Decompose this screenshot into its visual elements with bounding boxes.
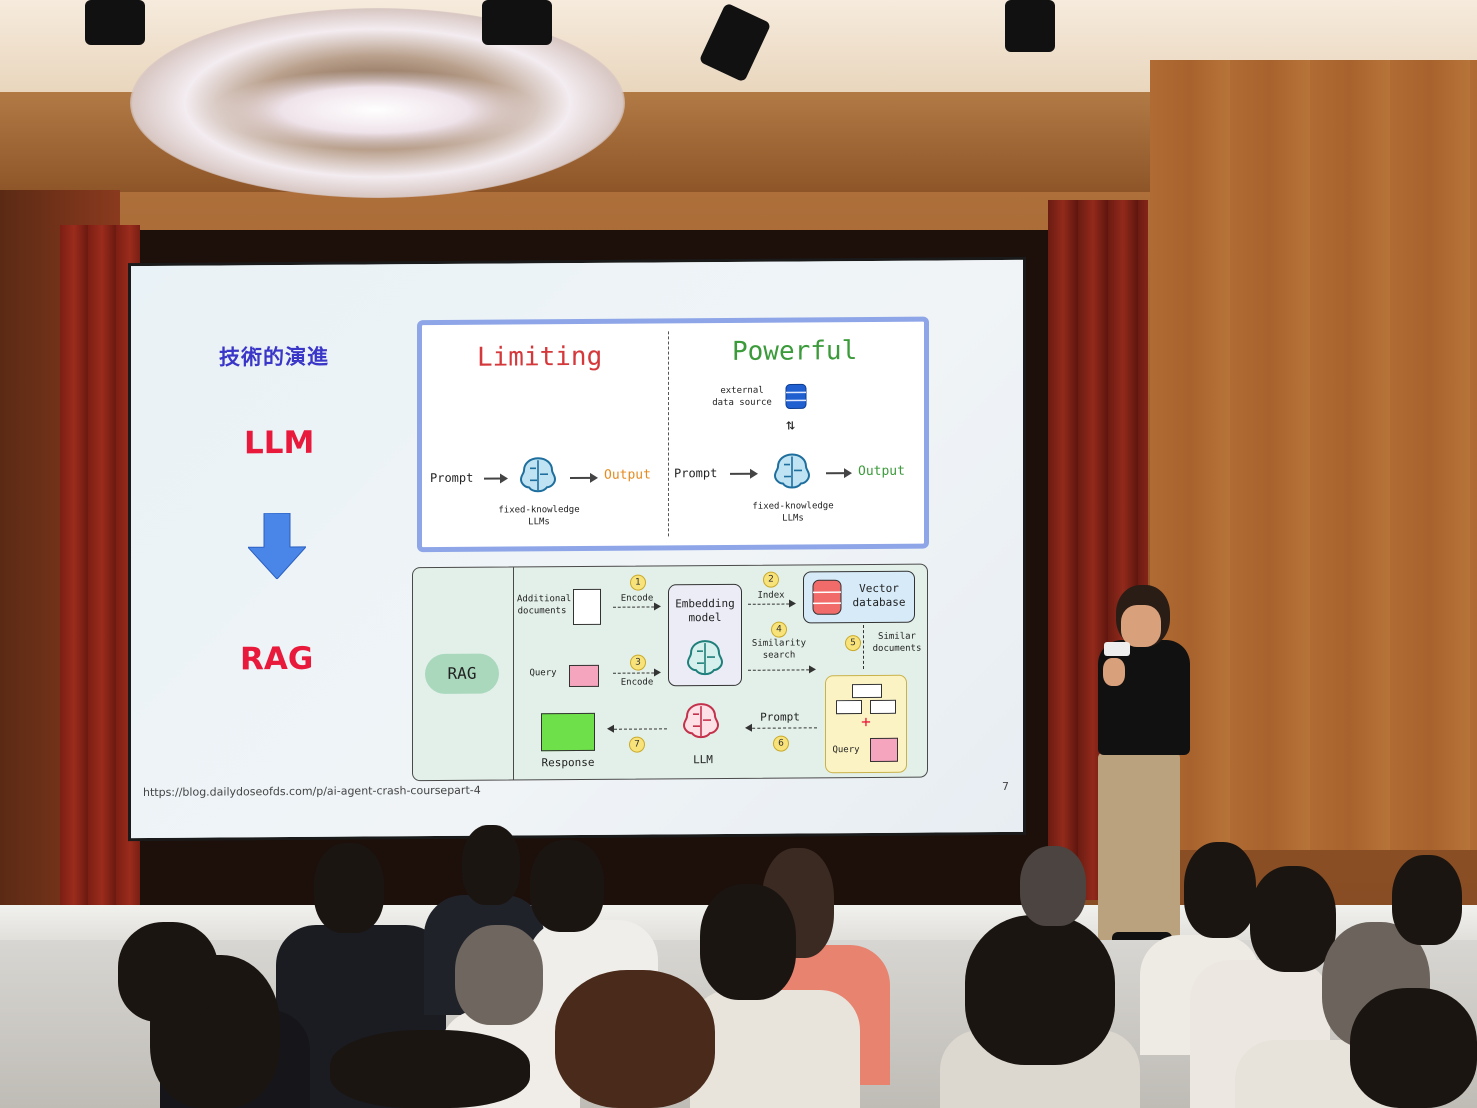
rag-workflow-panel: RAG Additional documents 1 Encode Query …: [412, 563, 928, 782]
audience-head: [1020, 846, 1086, 926]
audience-head: [530, 840, 604, 932]
rag-label: RAG: [240, 640, 314, 678]
spotlight-icon: [1005, 0, 1055, 52]
embedding-model-label: Embedding model: [675, 596, 735, 625]
dashed-arrow-icon: [863, 624, 864, 670]
powerful-heading: Powerful: [732, 336, 858, 367]
arrow-icon: [484, 477, 506, 480]
audience-head: [455, 925, 543, 1025]
query-box-label: Query: [832, 745, 860, 756]
step-6-badge: 6: [773, 735, 789, 752]
down-arrow-icon: [248, 512, 306, 580]
panel-divider: [668, 331, 669, 537]
brain-icon: [519, 457, 557, 493]
audience-head: [965, 915, 1115, 1065]
audience-head: [1250, 866, 1336, 972]
chandelier-light: [210, 70, 540, 150]
query-mail-icon: [870, 737, 898, 762]
query-mail-icon: [569, 664, 599, 688]
speaker-trousers: [1098, 752, 1180, 942]
database-icon: [812, 579, 842, 615]
database-icon: [785, 383, 807, 410]
slide-title: 技術的演進: [219, 344, 329, 370]
embedding-model-box: Embedding model: [668, 583, 742, 687]
speaker-hand: [1103, 658, 1125, 686]
microphone-icon: [1104, 642, 1130, 656]
audience-head: [462, 825, 520, 905]
limiting-heading: Limiting: [477, 341, 603, 373]
llm-comparison-panel: Limiting Powerful Prompt Output fixed-kn…: [417, 316, 929, 553]
external-source-label: external data source: [712, 385, 772, 409]
dashed-arrow-icon: [609, 728, 667, 730]
audience-head: [118, 922, 218, 1022]
dashed-arrow-icon: [748, 669, 814, 671]
speaker-face: [1121, 605, 1161, 647]
dashed-arrow-icon: [613, 672, 659, 674]
documents-icon: [573, 588, 601, 626]
source-url: https://blog.dailydoseofds.com/p/ai-agen…: [143, 783, 481, 800]
audience-head: [555, 970, 715, 1108]
powerful-prompt: Prompt: [674, 466, 718, 481]
step-1-badge: 1: [630, 574, 646, 591]
dashed-arrow-icon: [613, 606, 659, 608]
arrow-icon: [826, 472, 850, 475]
step-6-label: Prompt: [760, 710, 800, 724]
response-label: Response: [541, 755, 595, 770]
dashed-arrow-icon: [748, 603, 794, 605]
llm-label: LLM: [244, 424, 315, 462]
brain-icon: [682, 703, 720, 739]
step-4-label: Similarity search: [751, 638, 807, 661]
vector-database-box: Vector database: [803, 570, 915, 624]
limiting-prompt: Prompt: [430, 470, 474, 486]
llm-caption: LLM: [693, 753, 713, 767]
step-4-badge: 4: [771, 621, 787, 638]
step-1-label: Encode: [620, 593, 654, 604]
audience-head: [1184, 842, 1256, 938]
response-icon: [541, 712, 595, 752]
bidirectional-arrow-icon: ⇅: [786, 415, 796, 434]
powerful-output: Output: [858, 463, 905, 480]
step-7-badge: 7: [629, 736, 645, 753]
audience-head: [1392, 855, 1462, 945]
step-5-badge: 5: [845, 635, 861, 652]
arrow-icon: [730, 472, 756, 475]
powerful-model-caption: fixed-knowledge LLMs: [752, 501, 834, 524]
slide-page-number: 7: [1002, 779, 1009, 794]
spotlight-icon: [482, 0, 552, 45]
audience-head: [330, 1030, 530, 1108]
document-icon: [852, 683, 882, 699]
prompt-assembly-box: + Query: [825, 674, 907, 774]
wood-wall-right: [1150, 60, 1477, 850]
additional-documents-label: Additional documents: [517, 594, 572, 617]
spotlight-icon: [85, 0, 145, 45]
rag-badge: RAG: [425, 653, 499, 695]
brain-icon: [773, 453, 811, 489]
brain-icon: [686, 640, 724, 676]
curtain-left: [60, 225, 140, 915]
step-3-badge: 3: [630, 654, 646, 671]
limiting-model-caption: fixed-knowledge LLMs: [498, 504, 580, 528]
step-5-label: Similar documents: [872, 631, 922, 654]
plus-sign: +: [861, 711, 871, 732]
audience-member: [690, 990, 860, 1108]
audience-head: [1350, 988, 1477, 1108]
query-label: Query: [529, 668, 557, 679]
step-3-label: Encode: [620, 677, 654, 688]
presentation-slide: 技術的演進 LLM RAG Limiting Powerful Prompt O…: [131, 259, 1023, 839]
step-2-label: Index: [757, 590, 785, 601]
document-icon: [870, 699, 896, 714]
projector-screen: 技術的演進 LLM RAG Limiting Powerful Prompt O…: [131, 259, 1023, 839]
step-2-badge: 2: [763, 571, 779, 588]
vector-database-label: Vector database: [852, 581, 906, 610]
limiting-output: Output: [604, 467, 651, 483]
audience-head: [314, 843, 384, 933]
dashed-arrow-icon: [747, 727, 817, 729]
audience-head: [700, 884, 796, 1000]
rag-panel-label-column: RAG: [413, 567, 514, 781]
arrow-icon: [570, 476, 596, 480]
document-icon: [836, 700, 862, 715]
